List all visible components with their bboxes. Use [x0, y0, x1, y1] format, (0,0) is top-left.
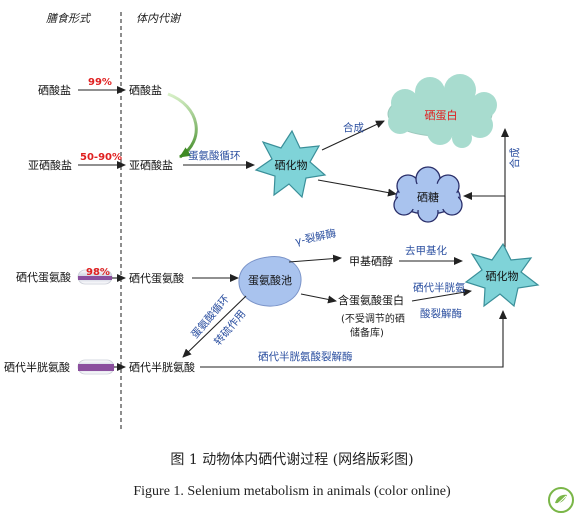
- methylselenol-label: 甲基硒醇: [349, 254, 393, 268]
- green-reduction-arrow: [167, 92, 198, 159]
- caption-chinese: 图 1 动物体内硒代谢过程 (网络版彩图): [170, 452, 414, 468]
- header-metabolism: 体内代谢: [136, 12, 182, 25]
- pct-selenomethionine: 98%: [86, 267, 110, 278]
- arrow-secys-to-selenide2: [200, 310, 507, 368]
- unregulated-note-1: (不受调节的硒: [341, 312, 405, 325]
- se-protein-label: 含蛋氨酸蛋白: [338, 293, 404, 307]
- caption-english: Figure 1. Selenium metabolism in animals…: [133, 484, 451, 499]
- pct-selenite: 50-90%: [80, 152, 122, 163]
- selenosugar-label: 硒糖: [417, 190, 439, 204]
- body-selenomethionine: 硒代蛋氨酸: [129, 271, 184, 285]
- selenide-star-2: [464, 242, 540, 308]
- journal-logo-icon: [548, 487, 574, 513]
- selenide-1-label: 硒化物: [275, 158, 308, 172]
- label-demethylation: 去甲基化: [405, 244, 447, 257]
- arrow-selenide-to-selenoprotein: [321, 120, 385, 151]
- met-pool-blob: [238, 256, 302, 307]
- pct-selenate: 99%: [88, 77, 112, 88]
- label-secys-lyase: 硒代半胱氨酸裂解酶: [258, 350, 353, 363]
- intestine-tube-1: [77, 269, 113, 285]
- label-synthesis-1: 合成: [343, 121, 364, 134]
- diet-selenocysteine: 硒代半胱氨酸: [4, 360, 70, 374]
- diet-selenite: 亚硒酸盐: [28, 158, 72, 172]
- met-pool-label: 蛋氨酸池: [248, 273, 292, 287]
- header-diet-form: 膳食形式: [46, 12, 92, 25]
- selenoprotein-label: 硒蛋白: [425, 108, 458, 122]
- selenide-star-1: [254, 129, 327, 199]
- intestine-tube-2: [77, 359, 115, 375]
- selenoprotein-cloud: [387, 74, 497, 148]
- diet-selenate: 硒酸盐: [38, 83, 71, 97]
- arrow-selenide-to-selenosugar: [317, 179, 397, 197]
- unregulated-note-2: 储备库): [350, 326, 384, 339]
- selenide-2-label: 硒化物: [486, 269, 519, 283]
- label-met-cycle-top: 蛋氨酸循环: [188, 149, 241, 162]
- arrow-pool-to-secys: [182, 295, 247, 358]
- label-secys-lyase-2: 酸裂解酶: [420, 307, 462, 320]
- label-gamma-lyase: γ-裂解酶: [294, 226, 338, 247]
- selenosugar-cloud: [393, 166, 463, 223]
- body-selenocysteine: 硒代半胱氨酸: [129, 360, 195, 374]
- arrow-pool-to-protein: [300, 293, 337, 304]
- label-secys-lyase-1: 硒代半胱氨: [413, 281, 466, 294]
- arrow-protein-to-selenide2: [411, 288, 472, 302]
- label-synthesis-2: 合成: [508, 147, 521, 168]
- arrow-pool-to-methylselenol: [288, 254, 342, 263]
- body-selenite: 亚硒酸盐: [129, 158, 173, 172]
- body-selenate: 硒酸盐: [129, 83, 162, 97]
- diet-selenomethionine: 硒代蛋氨酸: [16, 270, 71, 284]
- metabolism-diagram: 膳食形式 体内代谢 硒酸盐 99% 硒酸盐 亚硒酸盐 50-90% 亚硒酸盐 蛋…: [4, 12, 540, 430]
